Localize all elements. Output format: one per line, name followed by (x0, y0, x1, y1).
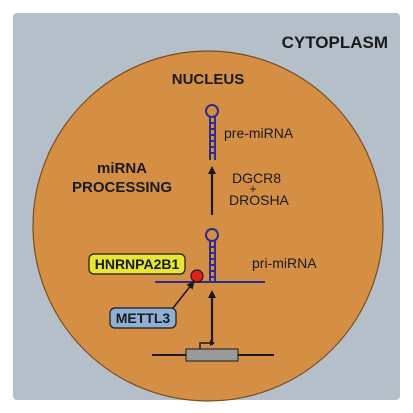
mirna-processing-label-line2: PROCESSING (72, 179, 172, 196)
promoter-arrowhead-icon (210, 340, 215, 346)
mirna-processing-label-line1: miRNA (97, 160, 147, 177)
promoter-arrow-icon (199, 342, 212, 349)
mettl3-box (109, 307, 177, 329)
pri-mirna-label: pri-miRNA (252, 255, 317, 271)
hnrnpa2b1-box (88, 253, 186, 275)
mettl3-pointer (172, 280, 195, 309)
m6a-modification-dot (190, 269, 204, 283)
cytoplasm-label: CYTOPLASM (282, 33, 388, 52)
hnrnpa2b1-label: HNRNPA2B1 (95, 256, 180, 272)
gene-box (185, 348, 239, 362)
plus-sign: + (249, 182, 256, 196)
pre-mirna-label: pre-miRNA (224, 125, 294, 141)
nucleus-label: NUCLEUS (172, 71, 245, 88)
pri-mirna-hairpin (205, 228, 219, 281)
drosha-label: DROSHA (229, 192, 290, 208)
pre-mirna-hairpin (205, 104, 219, 160)
mettl3-label: METTL3 (116, 310, 171, 326)
dgcr8-label: DGCR8 (232, 170, 281, 186)
